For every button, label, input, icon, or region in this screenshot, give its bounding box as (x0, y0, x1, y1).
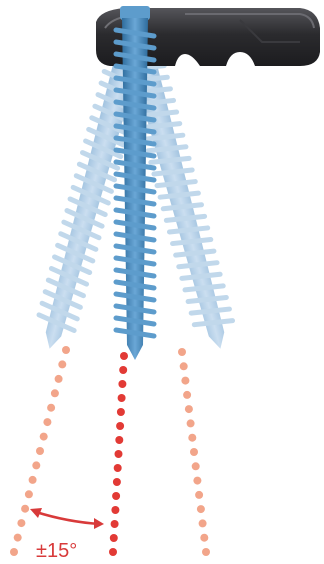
angle-label: ±15° (36, 540, 77, 562)
screw-thread (116, 222, 154, 228)
trajectory-dot (200, 534, 208, 542)
center-trajectory-dots (109, 352, 128, 556)
right-trajectory-dots (178, 348, 210, 556)
trajectory-dot (32, 461, 40, 469)
trajectory-dot (192, 462, 200, 470)
trajectory-dot (202, 548, 210, 556)
trajectory-dot (183, 391, 191, 399)
trajectory-dot (178, 348, 186, 356)
trajectory-dot (21, 505, 29, 513)
trajectory-dot (55, 375, 63, 383)
trajectory-dot (197, 505, 205, 513)
trajectory-dot (47, 404, 55, 412)
trajectory-dot (29, 476, 37, 484)
screw-thread (116, 294, 154, 300)
trajectory-dot (25, 490, 33, 498)
screw-thread (116, 234, 154, 240)
screw-thread (116, 270, 154, 276)
trajectory-dot (188, 434, 196, 442)
trajectory-dot (112, 492, 120, 500)
trajectory-dot (118, 394, 126, 402)
trajectory-dot (180, 362, 188, 370)
trajectory-dot (17, 519, 25, 527)
trajectory-dot (110, 534, 118, 542)
trajectory-dot (109, 548, 117, 556)
screw-thread (116, 282, 154, 288)
trajectory-dot (118, 380, 126, 388)
trajectory-dot (43, 418, 51, 426)
trajectory-dot (40, 433, 48, 441)
left-trajectory-dots (10, 346, 70, 556)
screw-thread (116, 330, 154, 336)
trajectory-dot (119, 366, 127, 374)
screw-thread (116, 246, 154, 252)
trajectory-dot (114, 464, 122, 472)
trajectory-dot (10, 548, 18, 556)
trajectory-dot (111, 520, 119, 528)
trajectory-dot (115, 450, 123, 458)
screw-thread (116, 186, 154, 192)
trajectory-dot (14, 534, 22, 542)
trajectory-dot (185, 405, 193, 413)
trajectory-dot (36, 447, 44, 455)
trajectory-dot (117, 408, 125, 416)
trajectory-dot (115, 436, 123, 444)
trajectory-dot (187, 419, 195, 427)
screw-thread (116, 258, 154, 264)
trajectory-dot (181, 377, 189, 385)
trajectory-dot (193, 477, 201, 485)
trajectory-dot (190, 448, 198, 456)
trajectory-dot (113, 478, 121, 486)
trajectory-dot (58, 360, 66, 368)
angle-indicator: ±15° (30, 508, 104, 562)
screw-thread (116, 306, 154, 312)
screw-thread (116, 174, 154, 180)
trajectory-dot (116, 422, 124, 430)
screw-thread (116, 318, 154, 324)
trajectory-dot (51, 389, 59, 397)
trajectory-dot (195, 491, 203, 499)
screw-thread (116, 210, 154, 216)
screw-thread (116, 198, 154, 204)
trajectory-dot (199, 519, 207, 527)
screw-thread (116, 162, 154, 168)
trajectory-dot (62, 346, 70, 354)
trajectory-dot (120, 352, 128, 360)
trajectory-dot (111, 506, 119, 514)
